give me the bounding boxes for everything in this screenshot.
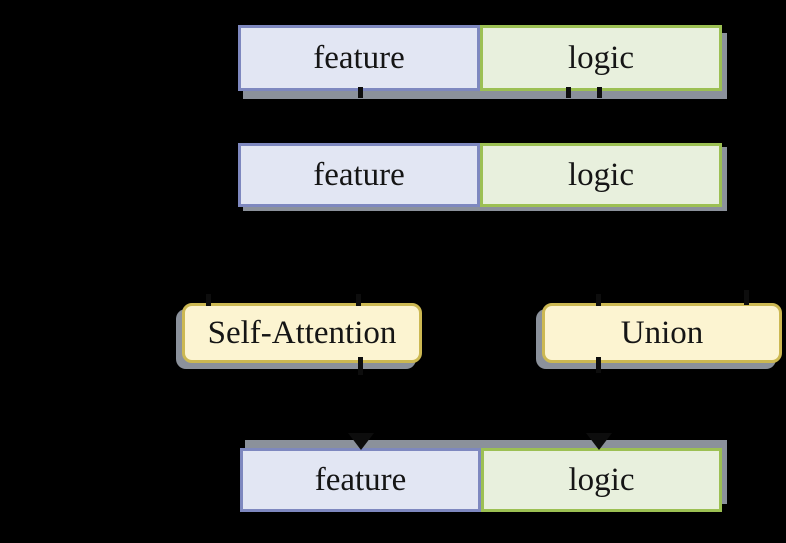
connector-stub-icon xyxy=(744,290,749,305)
union-label: Union xyxy=(620,314,704,351)
feature-label-middle: feature xyxy=(313,156,405,193)
connector-stub-icon xyxy=(358,87,363,98)
connector-stub-icon xyxy=(596,294,601,306)
logic-label-top: logic xyxy=(568,39,634,76)
pair-box-middle: feature logic xyxy=(238,143,722,207)
feature-label-top: feature xyxy=(313,39,405,76)
logic-label-middle: logic xyxy=(568,156,634,193)
connector-stub-icon xyxy=(358,357,363,375)
logic-cell-top: logic xyxy=(480,25,722,91)
feature-cell-middle: feature xyxy=(238,143,480,207)
logic-cell-bottom: logic xyxy=(481,448,722,512)
connector-stub-icon xyxy=(596,357,601,373)
connector-stub-icon xyxy=(597,87,602,98)
pair-box-bottom: feature logic xyxy=(240,448,722,512)
logic-cell-middle: logic xyxy=(480,143,722,207)
logic-label-bottom: logic xyxy=(568,461,635,498)
pair-box-top: feature logic xyxy=(238,25,722,91)
self-attention-label: Self-Attention xyxy=(207,314,397,351)
connector-stub-icon xyxy=(356,294,361,306)
connector-stub-icon xyxy=(206,294,211,306)
feature-cell-top: feature xyxy=(238,25,480,91)
connector-stub-icon xyxy=(566,87,571,98)
feature-cell-bottom: feature xyxy=(240,448,481,512)
arrowhead-down-icon xyxy=(348,433,374,450)
union-box: Union xyxy=(542,303,782,363)
feature-label-bottom: feature xyxy=(314,461,407,498)
self-attention-box: Self-Attention xyxy=(182,303,422,363)
arrowhead-down-icon xyxy=(586,433,612,450)
